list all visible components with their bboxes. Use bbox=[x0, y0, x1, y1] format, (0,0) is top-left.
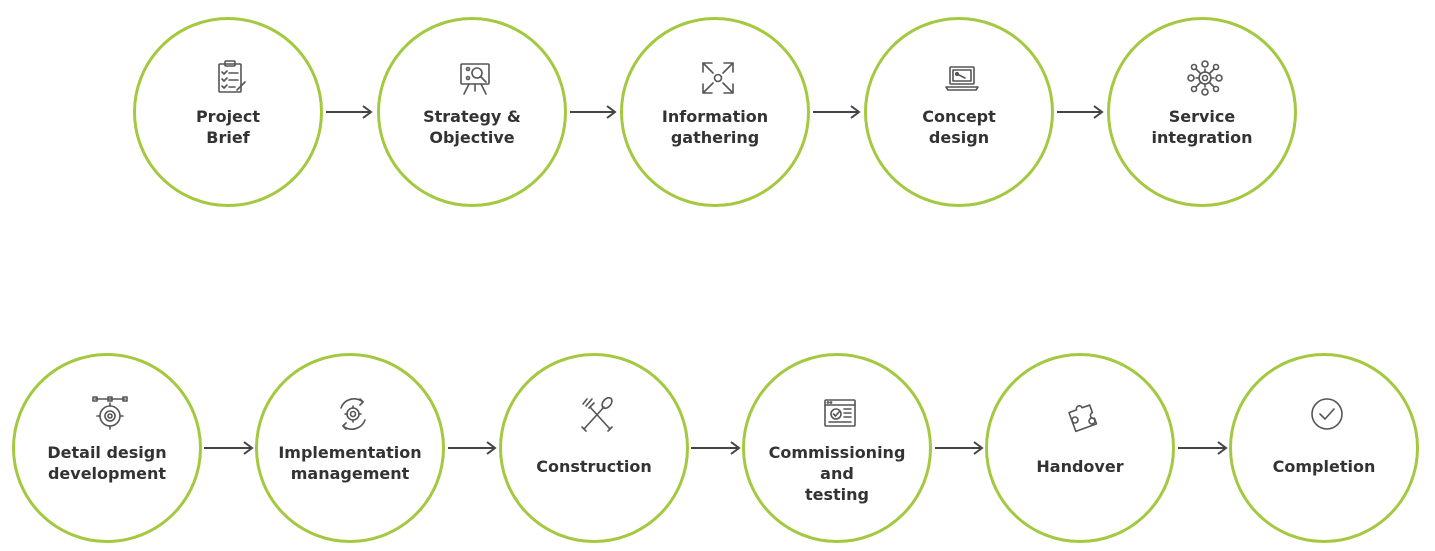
clipboard-checklist-icon bbox=[211, 58, 251, 98]
step-completion: Completion bbox=[1229, 353, 1419, 543]
step-label: Completion bbox=[1272, 457, 1376, 476]
flow-arrow bbox=[1057, 105, 1104, 119]
flow-arrow bbox=[1178, 441, 1228, 455]
flow-arrow bbox=[935, 441, 984, 455]
gear-cycle-icon bbox=[333, 394, 373, 434]
gear-network-icon bbox=[1185, 58, 1225, 98]
step-label: Handover bbox=[1036, 457, 1124, 476]
step-label: Strategy &Objective bbox=[423, 107, 521, 147]
step-label: Construction bbox=[536, 457, 652, 476]
step-handover: Handover bbox=[985, 353, 1175, 543]
step-strategy-objective: Strategy &Objective bbox=[377, 17, 567, 207]
gear-design-icon bbox=[90, 394, 130, 434]
flow-arrow bbox=[813, 105, 861, 119]
flow-arrow bbox=[691, 441, 741, 455]
crossed-tools-icon bbox=[577, 394, 617, 434]
laptop-design-icon bbox=[942, 58, 982, 98]
flow-arrow bbox=[448, 441, 497, 455]
monitor-settings-icon bbox=[820, 394, 860, 434]
arrows-converge-icon bbox=[698, 58, 738, 98]
flow-arrow bbox=[204, 441, 254, 455]
handshake-puzzle-icon bbox=[1063, 394, 1103, 434]
flow-arrow bbox=[570, 105, 617, 119]
step-construction: Construction bbox=[499, 353, 689, 543]
checkmark-circle-icon bbox=[1307, 394, 1347, 434]
flow-arrow bbox=[326, 105, 373, 119]
presentation-board-icon bbox=[455, 58, 495, 98]
